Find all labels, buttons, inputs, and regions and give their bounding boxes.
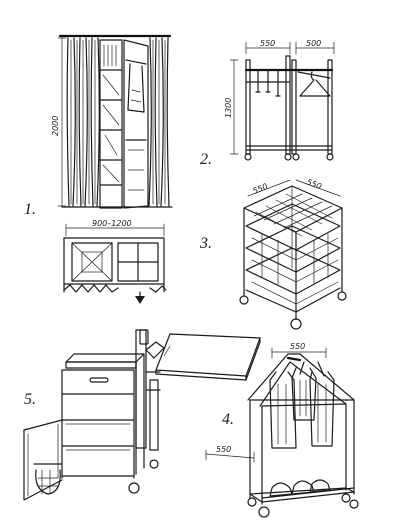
figure-4-top-dimension: 550 [271,342,327,359]
figure-3-depth-label: 550 [251,182,269,196]
inner-cabinet [99,39,123,209]
figure-1-width-label: 900–1200 [92,219,132,228]
figure-2-height-label: 1300 [224,98,233,118]
figure-3-width-label: 550 [305,177,322,191]
figure-3-number: 3. [199,235,212,252]
figure-4-depth-label: 550 [216,445,231,454]
figure-3-wire-basket-cart: 550 550 3. [199,177,347,330]
figure-1-plan-view: 900–1200 [63,219,167,304]
figure-4-number: 4. [222,411,234,428]
hanging-garments [269,361,335,449]
figure-2-width-b-label: 500 [306,39,321,48]
figure-1-wardrobe: 2000 1. 900–1200 [24,34,173,304]
figure-1-height-label: 2000 [51,116,60,136]
figure-2-clothes-rack: 550 500 1300 2. [200,39,335,168]
figure-1-height-dimension: 2000 [51,37,67,207]
figure-5-number: 5. [24,391,36,408]
figure-5-bedside-cabinet: 5. [23,329,261,501]
figure-2-top-dimensions: 550 500 [245,39,335,55]
figure-4-width-label: 550 [290,342,305,351]
figure-2-number: 2. [200,151,212,168]
right-curtain [148,37,170,207]
open-door-panel [123,39,149,209]
left-curtain [66,37,100,207]
figure-2-height-dimension: 1300 [224,59,239,155]
figure-4-depth-dimension: 550 [205,445,255,463]
figure-4-garment-cart: 550 [205,342,359,518]
figure-1-number: 1. [24,201,36,218]
figure-2-width-a-label: 550 [260,39,275,48]
